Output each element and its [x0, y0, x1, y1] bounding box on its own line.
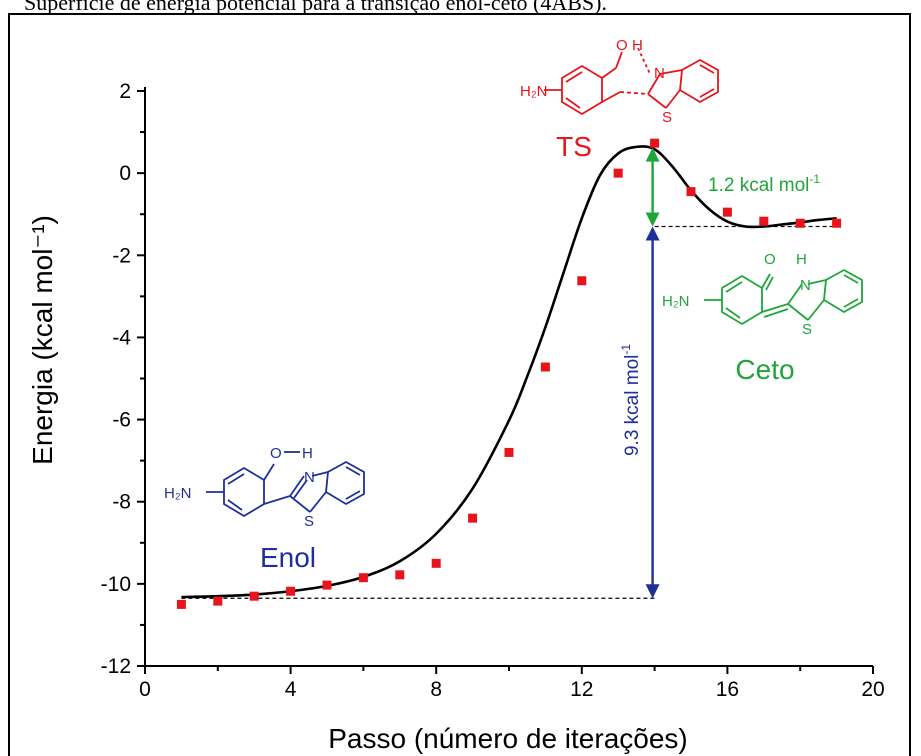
data-point	[358, 573, 368, 583]
gap-label: 9.3 kcal mol-1	[619, 344, 643, 456]
y-tick-label: 2	[119, 80, 131, 103]
y-axis-title: Energia (kcal mol⁻¹)	[27, 215, 58, 465]
figure-frame	[8, 13, 911, 756]
enol-nitrogen-label: N	[304, 469, 315, 486]
ceto-amino-label: H₂N	[662, 293, 690, 310]
gap-arrow-head-down	[645, 584, 660, 599]
y-tick-label: -6	[112, 409, 131, 432]
ts-structure: H₂N O H N S	[520, 37, 719, 126]
enol-label: Enol	[260, 542, 316, 573]
fit-curve	[181, 145, 837, 599]
axes: 0 4 8 12 16 20 -12 -10 -8 -6 -4 -2 0 2	[101, 80, 885, 701]
enol-sulfur-label: S	[304, 513, 314, 530]
barrier-arrow-head-up	[645, 147, 660, 162]
data-point	[795, 218, 805, 228]
enol-oxygen-label: O	[270, 445, 282, 462]
data-point	[322, 580, 332, 590]
ts-nitrogen-label: N	[654, 65, 665, 82]
data-point	[759, 216, 769, 226]
ts-sulfur-label: S	[662, 109, 672, 126]
ts-hydrogen-label: H	[632, 37, 643, 54]
y-tick-label: 0	[119, 162, 131, 185]
x-tick-label: 8	[430, 678, 442, 701]
enol-hydrogen-label: H	[302, 445, 313, 462]
figure-caption: Superfície de energia potencial para a t…	[24, 0, 607, 15]
data-point	[540, 362, 550, 372]
x-tick-label: 16	[716, 678, 739, 701]
y-tick-label: -4	[112, 326, 131, 349]
data-point	[613, 168, 623, 178]
ceto-oxygen-label: O	[764, 251, 776, 268]
y-tick-label: -10	[101, 573, 131, 596]
ts-amino-label: H₂N	[520, 83, 548, 100]
x-tick-label: 20	[861, 678, 884, 701]
x-tick-label: 12	[570, 678, 593, 701]
y-tick-label: -2	[112, 244, 131, 267]
data-point	[686, 187, 696, 197]
ceto-label: Ceto	[735, 354, 794, 385]
y-tick-label: -8	[112, 491, 131, 514]
ts-label: TS	[556, 131, 592, 162]
gap-arrow-head-up	[645, 226, 660, 241]
ceto-sulfur-label: S	[802, 321, 812, 338]
data-point	[249, 591, 259, 601]
data-point	[504, 447, 514, 457]
data-point	[286, 586, 296, 596]
x-axis-title: Passo (número de iterações)	[328, 723, 688, 754]
barrier-label: 1.2 kcal mol-1	[708, 172, 820, 196]
data-point	[213, 596, 223, 606]
data-point	[176, 599, 186, 609]
ceto-structure: H₂N O H N S	[662, 251, 863, 338]
ceto-nitrogen-label: N	[800, 277, 811, 294]
barrier-arrow-head-down	[645, 212, 660, 227]
ts-oxygen-label: O	[616, 37, 628, 54]
x-tick-label: 4	[285, 678, 297, 701]
data-point	[650, 138, 660, 148]
data-point	[832, 218, 842, 228]
data-point	[395, 570, 405, 580]
ceto-hydrogen-label: H	[796, 251, 807, 268]
y-tick-label: -12	[101, 655, 131, 678]
energy-annotations: 1.2 kcal mol-1 9.3 kcal mol-1	[619, 147, 820, 599]
enol-amino-label: H₂N	[164, 485, 192, 502]
data-point	[722, 207, 732, 217]
data-point	[468, 513, 478, 523]
data-points	[176, 138, 842, 609]
data-point	[431, 558, 441, 568]
data-point	[577, 276, 587, 286]
x-tick-label: 0	[139, 678, 151, 701]
enol-structure: H₂N O H N S	[164, 445, 365, 530]
fit-line	[181, 145, 837, 599]
